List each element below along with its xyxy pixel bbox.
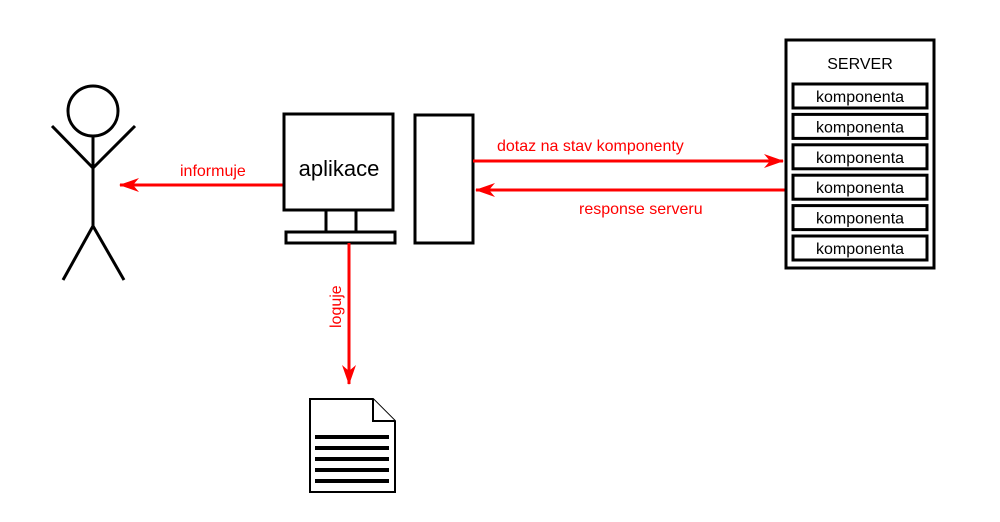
server-title: SERVER (827, 56, 893, 73)
stick-figure-icon (50, 84, 137, 281)
server-component-label: komponenta (816, 89, 904, 106)
monitor-icon (282, 112, 397, 245)
server-component-label: komponenta (816, 119, 904, 136)
server-component-label: komponenta (816, 180, 904, 197)
server-component-label: komponenta (816, 211, 904, 228)
computer-tower-icon (413, 113, 475, 245)
server-component-label: komponenta (816, 150, 904, 167)
response-label: response serveru (579, 201, 703, 218)
informs-label: informuje (180, 163, 246, 180)
server-component-box (791, 82, 929, 110)
monitor-label: aplikace (299, 156, 380, 181)
server-component-box (791, 204, 929, 232)
logs-label: loguje (328, 285, 345, 328)
server-component-box (791, 143, 929, 171)
server-component-box (791, 234, 929, 262)
server-components: komponenta komponenta komponenta komponenta… (791, 82, 929, 262)
server-component-label: komponenta (816, 241, 904, 258)
document-icon (309, 398, 396, 493)
request-label: dotaz na stav komponenty (497, 138, 684, 155)
server-component-box (791, 112, 929, 140)
server-component-box (791, 173, 929, 201)
